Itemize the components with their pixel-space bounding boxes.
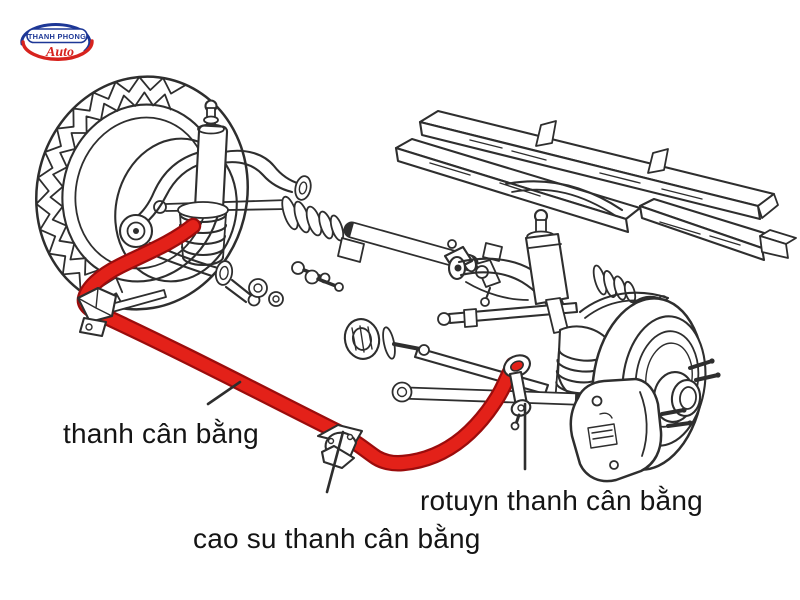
label-stabilizer-bar: thanh cân bằng bbox=[63, 418, 259, 449]
cv-boot bbox=[592, 264, 637, 304]
stabilizer-bushing-bracket bbox=[316, 423, 364, 470]
logo-text-primary: THANH PHONG bbox=[28, 32, 86, 41]
tire-tread bbox=[35, 76, 187, 310]
leader-lines bbox=[206, 380, 527, 494]
logo-red-swoosh bbox=[21, 39, 94, 61]
shock-body bbox=[524, 232, 570, 306]
brake-caliper bbox=[569, 377, 663, 483]
leader-stabilizer-bushing bbox=[325, 430, 345, 494]
logo-blue-swoosh bbox=[20, 23, 92, 53]
wheel-studs bbox=[660, 358, 721, 428]
stabilizer-bar-bracket-left bbox=[76, 286, 118, 338]
brand-logo: THANH PHONG Auto bbox=[16, 8, 100, 68]
frame-rails bbox=[394, 109, 797, 262]
label-stabilizer-bushing: cao su thanh cân bằng bbox=[193, 523, 481, 554]
coil-spring-seat bbox=[177, 201, 229, 219]
label-stabilizer-link: rotuyn thanh cân bằng bbox=[420, 485, 703, 516]
logo-text-secondary: Auto bbox=[45, 45, 74, 60]
tire bbox=[35, 75, 249, 311]
stabilizer-end-link bbox=[503, 354, 532, 431]
leader-stabilizer-bar bbox=[206, 380, 242, 406]
